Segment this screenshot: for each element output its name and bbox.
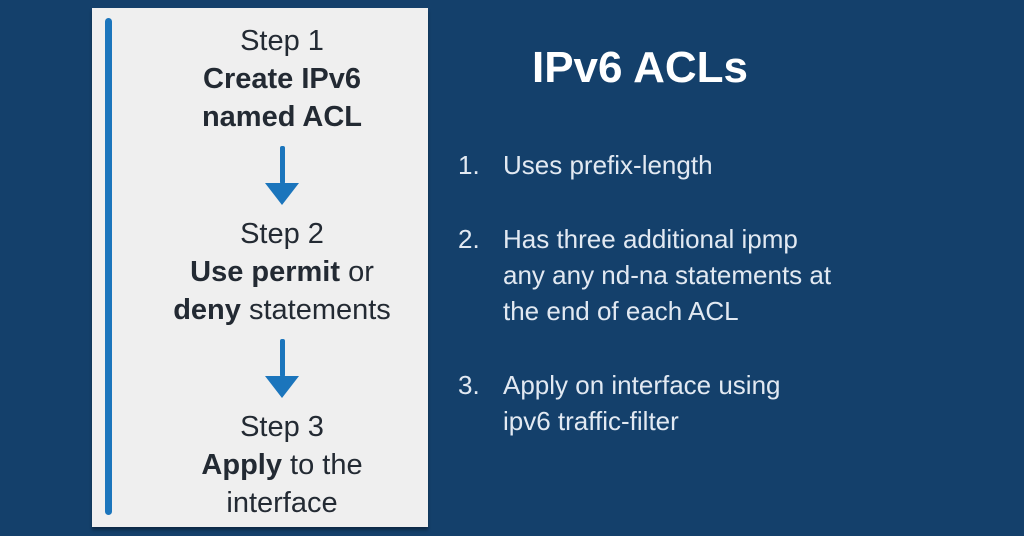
list-item-text: Has three additional ipmp any any nd-na …: [503, 224, 832, 326]
step-block-3: Step 3 Apply to the interface: [142, 408, 422, 522]
list-item: 2. Has three additional ipmp any any nd-…: [430, 221, 1024, 329]
step-2-title: Step 2: [240, 218, 324, 250]
step-block-2: Step 2 Use permit or deny statements: [142, 215, 422, 329]
step-1-title: Step 1: [240, 25, 324, 57]
flowchart-card: Step 1 Create IPv6 named ACL Step 2 Use …: [92, 8, 428, 527]
vertical-accent-line: [105, 18, 112, 515]
page-title: IPv6 ACLs: [531, 43, 748, 92]
step-1-line-2: named ACL: [201, 101, 363, 133]
step-3-title: Step 3: [240, 411, 324, 443]
step-2-line-2: deny statements: [173, 294, 391, 326]
down-arrow-icon: [142, 146, 422, 205]
list-item-text: Apply on interface using ipv6 traffic-fi…: [503, 370, 781, 436]
list-item: 1. Uses prefix-length: [430, 147, 1024, 183]
step-3-line-1: Apply to the: [201, 449, 363, 481]
step-block-1: Step 1 Create IPv6 named ACL: [142, 22, 422, 136]
step-2-line-1: Use permit or: [190, 256, 374, 288]
list-item: 3. Apply on interface using ipv6 traffic…: [430, 367, 1024, 439]
numbered-list: 1. Uses prefix-length 2. Has three addit…: [430, 147, 1024, 439]
list-item-number: 2.: [458, 224, 480, 254]
step-1-line-1: Create IPv6: [203, 63, 361, 95]
down-arrow-icon: [142, 339, 422, 398]
content-panel: IPv6 ACLs 1. Uses prefix-length 2. Has t…: [430, 0, 1024, 536]
list-item-number: 1.: [458, 150, 480, 180]
list-item-text: Uses prefix-length: [503, 150, 713, 180]
steps-column: Step 1 Create IPv6 named ACL Step 2 Use …: [142, 22, 422, 522]
step-3-line-2: interface: [226, 487, 338, 519]
list-item-number: 3.: [458, 370, 480, 400]
